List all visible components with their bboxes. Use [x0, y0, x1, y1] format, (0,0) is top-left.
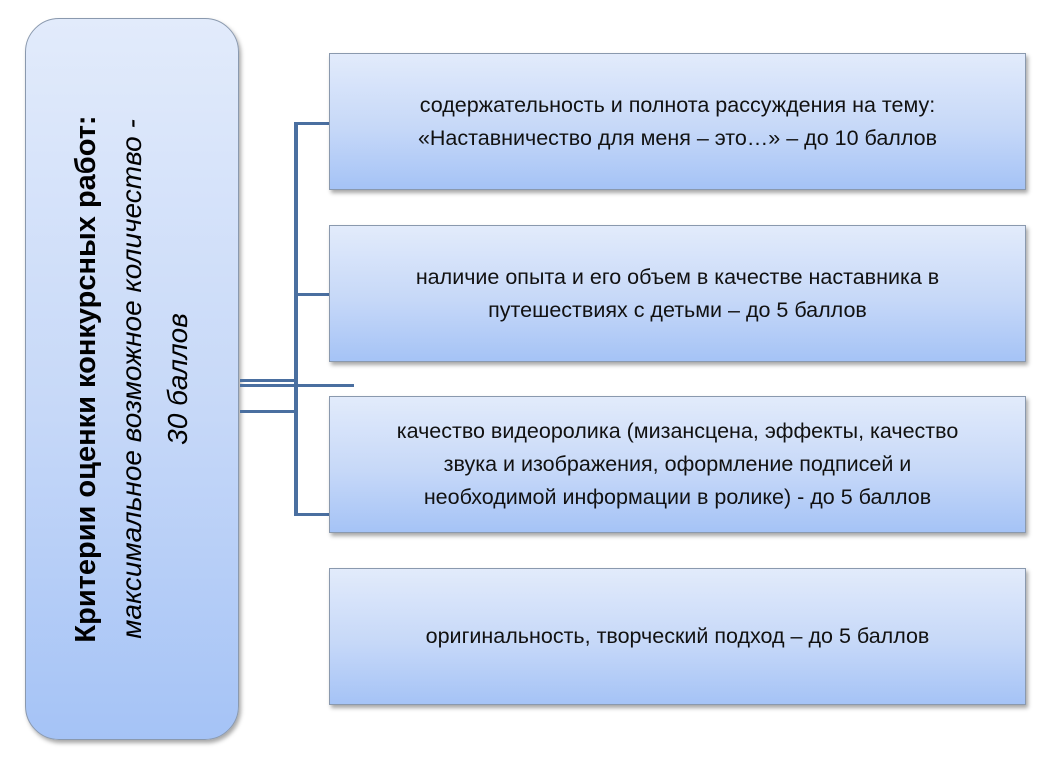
criterion-text: звука и изображения, оформление подписей…: [443, 452, 912, 476]
main-title: Критерии оценки конкурсных работ:: [70, 115, 102, 643]
criterion-box-content: содержательность и полнота рассуждения н…: [329, 53, 1026, 190]
connector-branch-2: [294, 293, 329, 296]
criteria-main-box: Критерии оценки конкурсных работ: максим…: [25, 18, 239, 740]
connector-main-1: [240, 379, 296, 382]
main-subtitle-line1: максимальное возможное количество -: [116, 119, 147, 639]
criterion-text: «Наставничество для меня – это…» – до 10…: [417, 125, 938, 150]
criterion-text: наличие опыта и его объем в качестве нас…: [415, 264, 940, 289]
main-box-text: Критерии оценки конкурсных работ: максим…: [32, 29, 232, 729]
criterion-text: путешествиях с детьми – до 5 баллов: [488, 297, 867, 322]
criterion-box-originality: оригинальность, творческий подход – до 5…: [329, 568, 1026, 705]
main-subtitle-line2: 30 баллов: [162, 313, 193, 445]
criterion-box-video: качество видеоролика (мизансцена, эффект…: [329, 396, 1026, 533]
criterion-box-experience: наличие опыта и его объем в качестве нас…: [329, 225, 1026, 362]
connector-branch-1: [294, 122, 329, 125]
criterion-text: качество видеоролика (мизансцена, эффект…: [396, 419, 959, 443]
criterion-text: оригинальность, творческий подход – до 5…: [425, 624, 930, 648]
connector-trunk: [294, 122, 298, 516]
criterion-text: содержательность и полнота рассуждения н…: [419, 92, 936, 117]
criterion-text: необходимой информации в ролике) - до 5 …: [423, 485, 932, 509]
connector-branch-3: [294, 513, 329, 516]
connector-main-3: [240, 410, 296, 413]
